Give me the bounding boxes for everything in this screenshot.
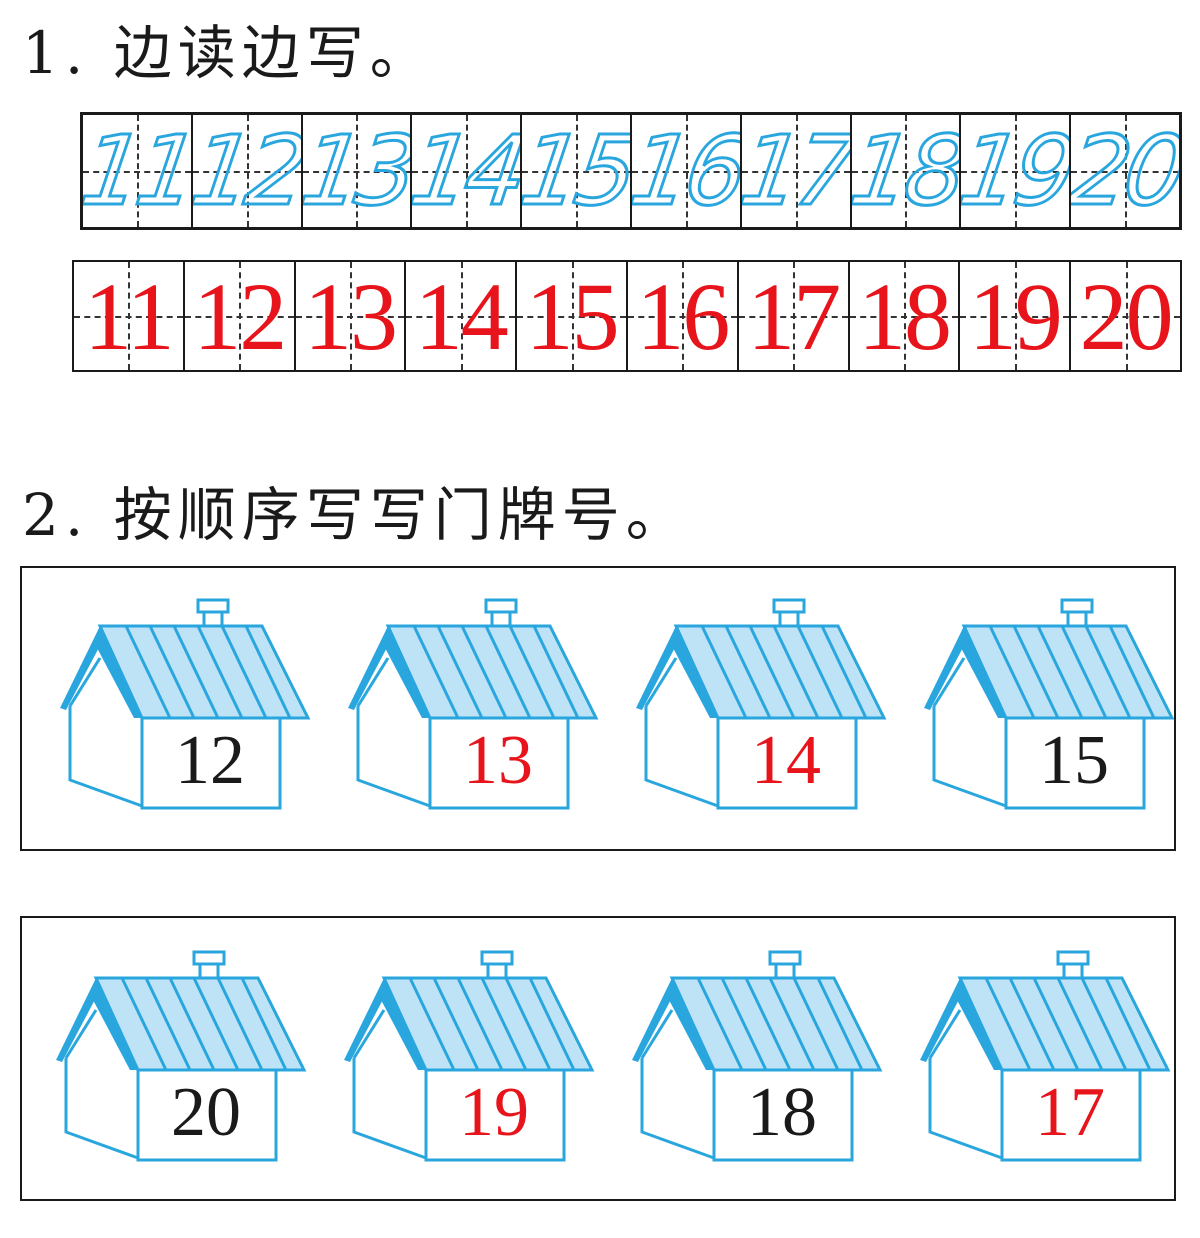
trace-digit: 15 xyxy=(522,115,632,227)
chimney-icon xyxy=(768,950,802,966)
chimney-icon xyxy=(1060,598,1094,614)
writing-cell: 20 xyxy=(1071,262,1180,370)
writing-cell: 13 xyxy=(295,262,407,370)
house-wall-icon xyxy=(64,1058,139,1160)
house-number: 20 xyxy=(171,1074,241,1151)
house-wall-icon xyxy=(644,706,719,808)
chimney-icon xyxy=(484,598,518,614)
house-wall-icon xyxy=(932,706,1007,808)
tracing-cell: 14 xyxy=(412,115,523,227)
answer-number: 20 xyxy=(1079,262,1174,370)
tracing-cell: 13 xyxy=(302,115,413,227)
house-number: 15 xyxy=(1039,722,1109,799)
house: 20 xyxy=(48,950,308,1165)
house: 14 xyxy=(628,598,888,813)
tracing-cell: 20 xyxy=(1071,115,1179,227)
trace-digit: 18 xyxy=(851,115,962,227)
tracing-cell: 16 xyxy=(631,115,742,227)
house-number: 18 xyxy=(747,1074,817,1151)
house-row-panel: 12 13 14 xyxy=(20,566,1176,851)
house: 17 xyxy=(912,950,1172,1165)
answer-number: 16 xyxy=(636,262,730,370)
trace-digit: 17 xyxy=(741,115,852,227)
answer-number: 11 xyxy=(84,262,174,370)
answer-number: 14 xyxy=(414,262,509,370)
answer-number: 19 xyxy=(968,262,1063,370)
writing-grid: 11 12 13 14 15 16 17 18 19 20 xyxy=(72,260,1182,372)
house: 15 xyxy=(916,598,1176,813)
writing-cell: 11 xyxy=(74,262,185,370)
chimney-icon xyxy=(772,598,806,614)
writing-cell: 14 xyxy=(406,262,518,370)
house-number: 12 xyxy=(175,722,245,799)
house-row-panel: 20 19 18 xyxy=(20,916,1176,1201)
writing-cell: 15 xyxy=(517,262,628,370)
tracing-cell: 17 xyxy=(741,115,852,227)
trace-digit: 13 xyxy=(302,115,413,227)
house: 19 xyxy=(336,950,596,1165)
tracing-cell: 12 xyxy=(192,115,303,227)
tracing-cell: 15 xyxy=(522,115,632,227)
writing-cell: 16 xyxy=(627,262,739,370)
trace-digit: 19 xyxy=(961,115,1072,227)
section-1-heading: 1. 边读边写。 xyxy=(22,19,434,87)
house-number: 17 xyxy=(1035,1074,1105,1151)
tracing-cell: 11 xyxy=(83,115,193,227)
writing-cell: 12 xyxy=(184,262,296,370)
house-wall-icon xyxy=(68,706,143,808)
chimney-icon xyxy=(1056,950,1090,966)
trace-digit: 12 xyxy=(192,115,303,227)
trace-digit: 16 xyxy=(631,115,742,227)
tracing-cell: 18 xyxy=(851,115,962,227)
answer-number: 17 xyxy=(747,262,841,370)
writing-cell: 18 xyxy=(849,262,961,370)
trace-digit: 20 xyxy=(1071,115,1179,227)
house-number: 19 xyxy=(459,1074,529,1151)
house-wall-icon xyxy=(928,1058,1003,1160)
house: 12 xyxy=(52,598,312,813)
answer-number: 15 xyxy=(525,262,620,370)
house: 13 xyxy=(340,598,600,813)
tracing-grid: 11 12 13 14 15 16 17 18 19 20 xyxy=(80,112,1182,230)
chimney-icon xyxy=(196,598,230,614)
house-wall-icon xyxy=(640,1058,715,1160)
chimney-icon xyxy=(480,950,514,966)
answer-number: 18 xyxy=(857,262,952,370)
answer-number: 13 xyxy=(303,262,398,370)
chimney-icon xyxy=(192,950,226,966)
house-number: 14 xyxy=(751,722,821,799)
house: 18 xyxy=(624,950,884,1165)
writing-cell: 17 xyxy=(738,262,850,370)
section-2-heading: 2. 按顺序写写门牌号。 xyxy=(22,481,690,549)
house-wall-icon xyxy=(352,1058,427,1160)
writing-cell: 19 xyxy=(960,262,1072,370)
house-wall-icon xyxy=(356,706,431,808)
trace-digit: 11 xyxy=(83,115,193,227)
answer-number: 12 xyxy=(193,262,287,370)
house-number: 13 xyxy=(463,722,533,799)
tracing-cell: 19 xyxy=(961,115,1072,227)
trace-digit: 14 xyxy=(412,115,523,227)
